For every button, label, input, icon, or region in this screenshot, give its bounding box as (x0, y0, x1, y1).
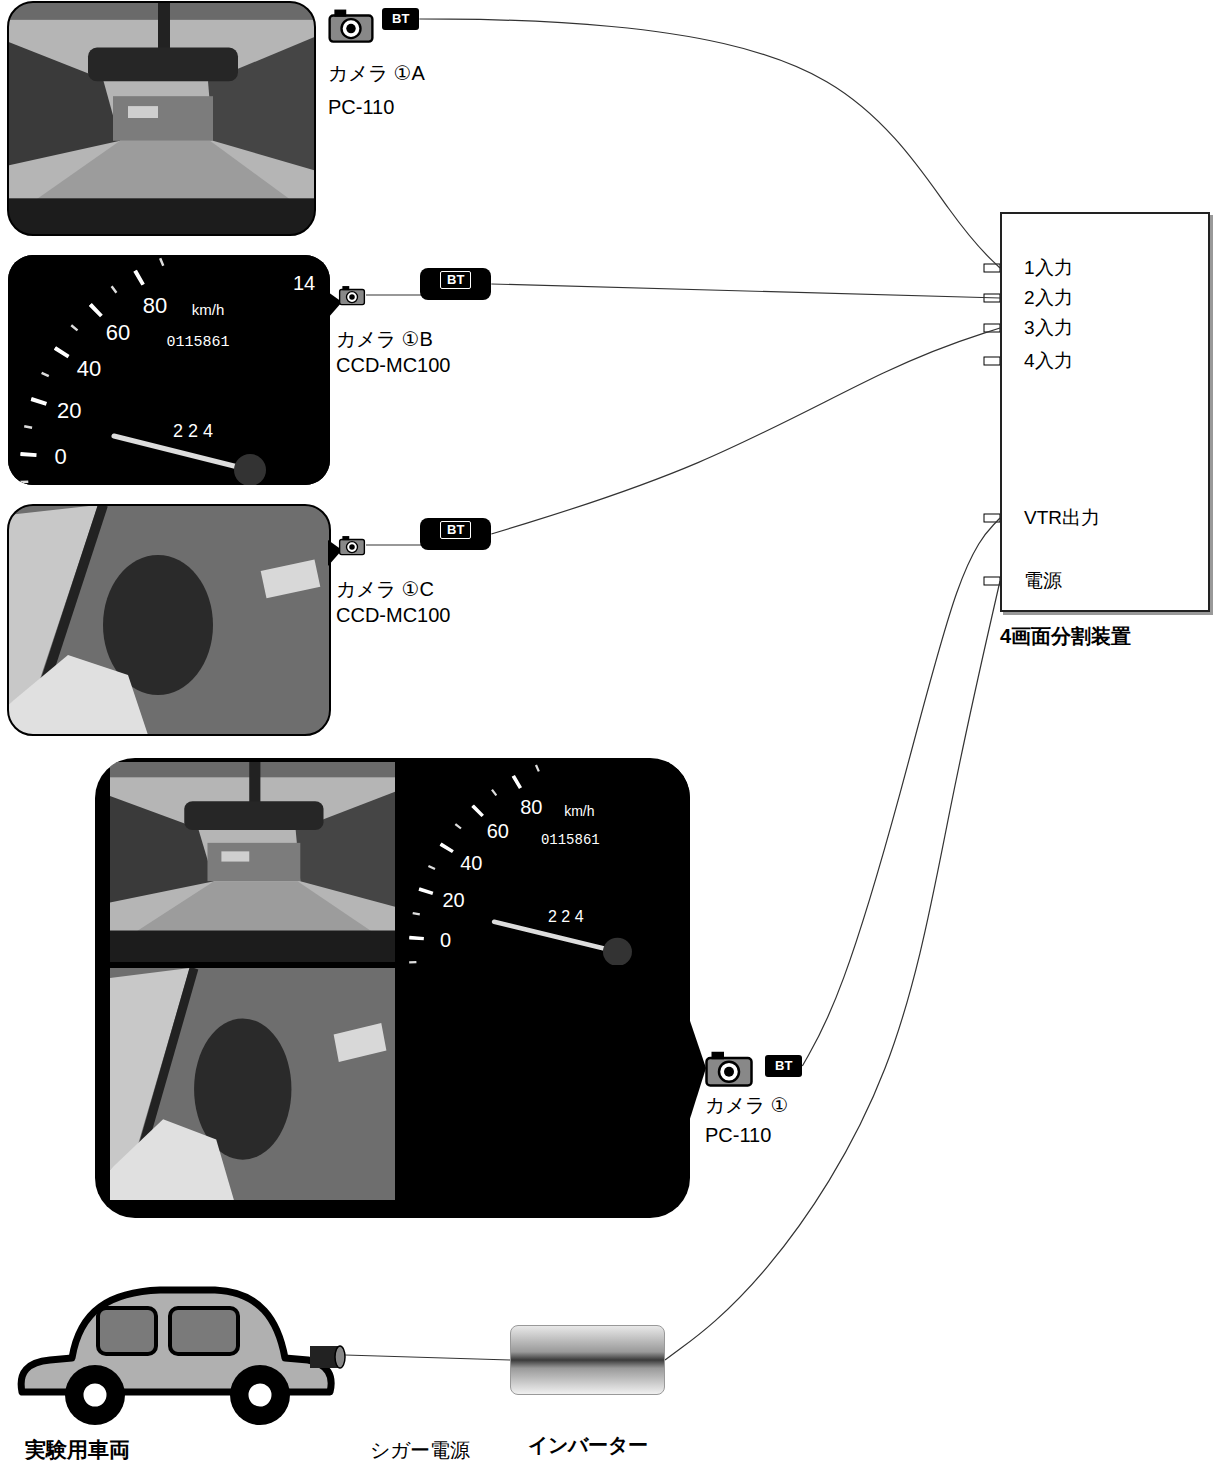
camera-label: CCD-MC100 (336, 354, 450, 377)
vehicle: 実験用車両 (10, 1280, 345, 1430)
vehicle-title: 実験用車両 (25, 1436, 130, 1464)
car-hubcap (82, 1382, 108, 1408)
camera-label: カメラ ①B (336, 328, 433, 351)
split-clip (110, 762, 690, 1200)
road-photo (8, 2, 315, 235)
camera-icon (707, 1052, 752, 1086)
camera-cable (366, 294, 421, 295)
cigar-plug-end (335, 1346, 345, 1368)
port-label: 1入力 (1024, 256, 1073, 280)
device-title: インバーター (528, 1432, 648, 1459)
node-text: BT (392, 11, 409, 27)
gauge-number: 60 (106, 321, 130, 346)
cable-connector (345, 1355, 510, 1360)
cable-connector (419, 19, 1000, 268)
camera-icon (340, 536, 365, 555)
bt-badge: BT (382, 8, 419, 30)
gauge-image (8, 255, 330, 485)
port-tab (984, 577, 1000, 585)
gauge-number: 20 (442, 888, 464, 911)
inverter: インバーター (510, 1325, 665, 1395)
port-label: 2入力 (1024, 286, 1073, 310)
camera-icon (330, 10, 373, 42)
driver-image (8, 505, 330, 735)
driver-image (110, 968, 395, 1200)
camera-label: PC-110 (328, 96, 394, 119)
device-title: 4画面分割装置 (1000, 624, 1131, 648)
photo-pointer (688, 1015, 706, 1125)
port-label: 電源 (1024, 569, 1062, 593)
camera-label: カメラ ①C (336, 578, 434, 601)
gauge-clip (8, 255, 330, 485)
road-image (110, 762, 395, 962)
car-hubcap (247, 1382, 273, 1408)
connector-label: シガー電源 (368, 1439, 472, 1462)
driver-photo (8, 505, 330, 735)
bt-badge: BT (765, 1055, 802, 1077)
gauge-number: 20 (57, 399, 81, 424)
gauge-number: 0 (440, 929, 451, 952)
port-label: VTR出力 (1024, 506, 1100, 530)
port-label: 4入力 (1024, 349, 1073, 373)
cable-connector (491, 328, 1000, 534)
bt-badge: BT (420, 268, 491, 300)
split-photo (95, 758, 690, 1218)
car-window (170, 1308, 238, 1354)
camera-cable (366, 544, 421, 545)
camera-label: PC-110 (705, 1124, 771, 1147)
splitter-box: 1入力2入力3入力4入力VTR出力電源4画面分割装置 (1000, 212, 1210, 612)
port-label: 3入力 (1024, 316, 1073, 340)
port-tab (984, 357, 1000, 365)
node-text: BT (440, 271, 471, 289)
odometer: 0115861 (541, 832, 600, 848)
gauge-number: 60 (487, 820, 509, 843)
car-window (98, 1308, 156, 1354)
gauge-photo (8, 255, 330, 485)
gauge-number: 80 (520, 795, 542, 818)
odometer: 0115861 (166, 334, 229, 351)
trip-meter: 2 2 4 (173, 421, 213, 442)
cable-connector (802, 518, 1000, 1066)
camera-icon (340, 286, 365, 305)
gauge-image (398, 762, 690, 966)
gauge-number: 80 (143, 293, 167, 318)
gauge-number: 14 (293, 272, 315, 295)
cable-connector (665, 581, 1000, 1360)
gauge-number: 0 (54, 444, 66, 469)
road-image (8, 2, 315, 235)
node-text: BT (440, 521, 471, 539)
gauge-number: 40 (460, 851, 482, 874)
car-outline (10, 1280, 345, 1430)
bt-badge: BT (420, 518, 491, 550)
camera-label: カメラ ①A (328, 62, 425, 85)
gauge-unit: km/h (564, 802, 594, 818)
car-body (21, 1290, 331, 1392)
gauge-unit: km/h (192, 301, 225, 318)
node-text: BT (775, 1058, 792, 1074)
trip-meter: 2 2 4 (548, 908, 584, 926)
car-wheel (230, 1365, 290, 1425)
car-wheel (65, 1365, 125, 1425)
gauge-number: 40 (77, 357, 101, 382)
camera-label: カメラ ① (705, 1094, 789, 1117)
photo-frame (8, 2, 315, 235)
cable-connector (491, 284, 1000, 298)
photo-frame (8, 505, 330, 735)
camera-label: CCD-MC100 (336, 604, 450, 627)
